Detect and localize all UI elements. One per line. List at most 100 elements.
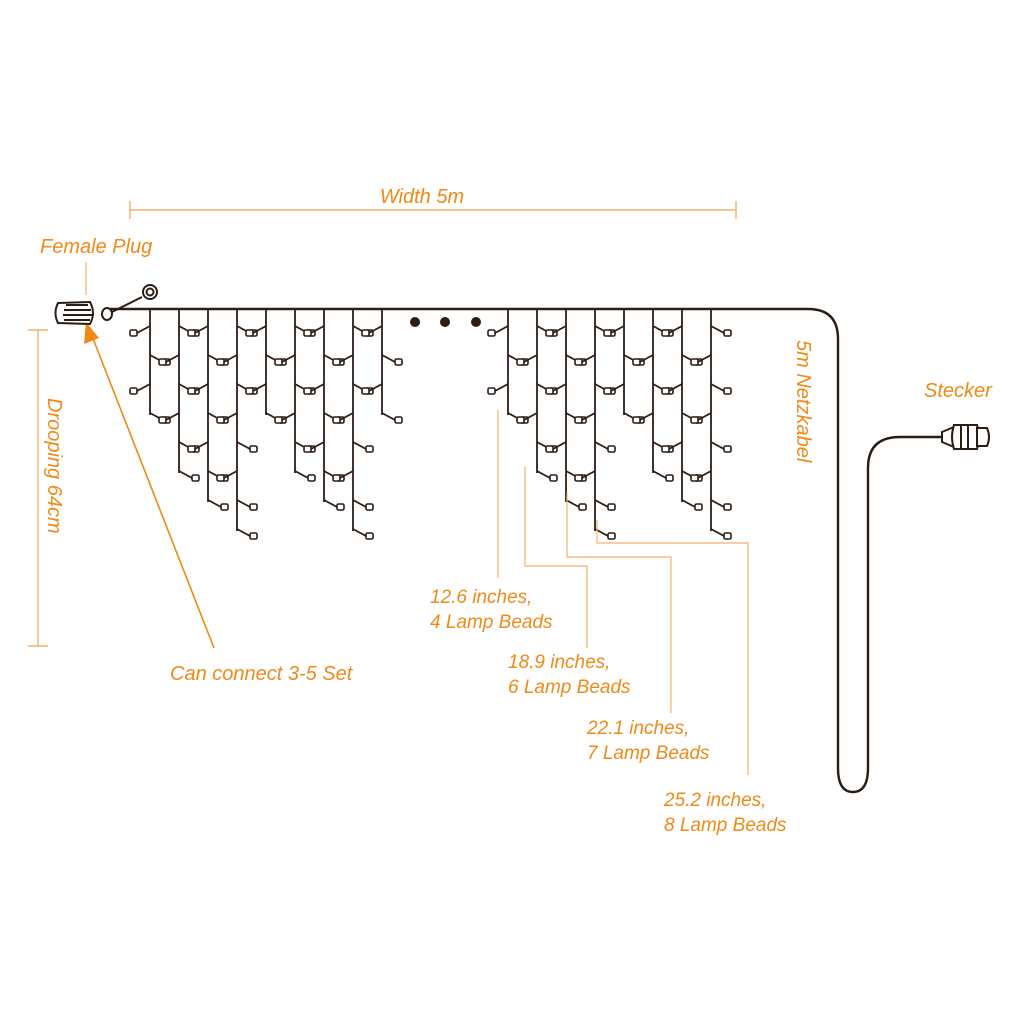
svg-text:22.1 inches,: 22.1 inches, bbox=[586, 718, 689, 739]
lamp-bead bbox=[487, 387, 496, 395]
lamp-bead bbox=[516, 416, 525, 424]
lamp-bead bbox=[129, 329, 138, 337]
lamp-bead bbox=[723, 532, 732, 540]
lamp-bead bbox=[307, 474, 316, 482]
lamp-bead bbox=[603, 387, 612, 395]
lamp-bead bbox=[723, 387, 732, 395]
lamp-bead bbox=[158, 358, 167, 366]
lamp-bead bbox=[336, 503, 345, 511]
lamp-bead bbox=[274, 416, 283, 424]
lamp-bead bbox=[361, 329, 370, 337]
lamp-bead bbox=[607, 503, 616, 511]
lamp-bead bbox=[487, 329, 496, 337]
icicle-strand bbox=[603, 309, 645, 424]
netzkabel-label: 5m Netzkabel bbox=[792, 340, 814, 463]
lamp-bead bbox=[245, 387, 254, 395]
lamp-bead bbox=[603, 329, 612, 337]
stecker-label: Stecker bbox=[924, 380, 993, 402]
svg-text:12.6 inches,: 12.6 inches, bbox=[430, 587, 532, 608]
lamp-bead bbox=[607, 532, 616, 540]
lamp-bead bbox=[365, 503, 374, 511]
strand-label-2: 18.9 inches, 6 Lamp Beads bbox=[508, 652, 631, 698]
icicle-strand bbox=[574, 309, 616, 540]
lamp-bead bbox=[574, 358, 583, 366]
svg-text:7 Lamp Beads: 7 Lamp Beads bbox=[587, 743, 710, 764]
lamp-bead bbox=[158, 416, 167, 424]
lamp-bead bbox=[661, 387, 670, 395]
lamp-bead bbox=[545, 445, 554, 453]
lamp-bead bbox=[216, 416, 225, 424]
lamp-bead bbox=[545, 329, 554, 337]
drooping-dimension bbox=[28, 329, 48, 647]
can-connect-label: Can connect 3-5 Set bbox=[170, 663, 354, 685]
lamp-bead bbox=[365, 532, 374, 540]
svg-text:6 Lamp Beads: 6 Lamp Beads bbox=[508, 677, 631, 698]
lamp-bead bbox=[187, 387, 196, 395]
lamp-bead bbox=[216, 474, 225, 482]
svg-text:8 Lamp Beads: 8 Lamp Beads bbox=[664, 815, 787, 836]
icicle-strand bbox=[487, 309, 529, 424]
lamp-bead bbox=[574, 416, 583, 424]
icicle-strand bbox=[690, 309, 732, 540]
lamp-bead bbox=[632, 416, 641, 424]
drooping-label: Drooping 64cm bbox=[43, 398, 65, 534]
lamp-bead bbox=[191, 474, 200, 482]
lamp-bead bbox=[549, 474, 558, 482]
icicle-strand bbox=[129, 309, 171, 424]
lamp-bead bbox=[361, 387, 370, 395]
icicle-strand bbox=[245, 309, 287, 424]
lamp-bead bbox=[690, 416, 699, 424]
lamp-bead bbox=[665, 474, 674, 482]
lamp-bead bbox=[694, 503, 703, 511]
lamp-bead bbox=[365, 445, 374, 453]
lamp-bead bbox=[723, 503, 732, 511]
lamp-bead bbox=[187, 329, 196, 337]
lamp-bead bbox=[661, 445, 670, 453]
female-plug-label: Female Plug bbox=[40, 236, 152, 258]
lamp-bead bbox=[578, 503, 587, 511]
lamp-bead bbox=[249, 532, 258, 540]
strand-label-3: 22.1 inches, 7 Lamp Beads bbox=[586, 718, 710, 764]
lamp-bead bbox=[303, 329, 312, 337]
width-label: Width 5m bbox=[380, 186, 464, 208]
lamp-bead bbox=[332, 474, 341, 482]
lamp-bead bbox=[574, 474, 583, 482]
main-wire bbox=[110, 307, 944, 794]
strand-leaders bbox=[497, 410, 749, 775]
strand-label-1: 12.6 inches, 4 Lamp Beads bbox=[430, 587, 553, 633]
lamp-bead bbox=[332, 416, 341, 424]
lamp-bead bbox=[394, 358, 403, 366]
lamp-bead bbox=[723, 329, 732, 337]
lamp-bead bbox=[274, 358, 283, 366]
lamp-bead bbox=[187, 445, 196, 453]
lamp-bead bbox=[632, 358, 641, 366]
lamp-bead bbox=[690, 474, 699, 482]
svg-text:25.2 inches,: 25.2 inches, bbox=[663, 790, 766, 811]
lamp-bead bbox=[661, 329, 670, 337]
lamp-bead bbox=[723, 445, 732, 453]
lamp-bead bbox=[249, 503, 258, 511]
strand-label-4: 25.2 inches, 8 Lamp Beads bbox=[663, 790, 787, 836]
male-plug-icon bbox=[941, 424, 990, 450]
lamp-bead bbox=[332, 358, 341, 366]
svg-text:4 Lamp Beads: 4 Lamp Beads bbox=[430, 612, 553, 633]
lamp-bead bbox=[249, 445, 258, 453]
lamp-bead bbox=[245, 329, 254, 337]
lamp-bead bbox=[216, 358, 225, 366]
lamp-bead bbox=[516, 358, 525, 366]
svg-text:18.9 inches,: 18.9 inches, bbox=[508, 652, 610, 673]
lamp-bead bbox=[394, 416, 403, 424]
width-dimension bbox=[129, 201, 737, 219]
lamp-bead bbox=[303, 445, 312, 453]
can-connect-arrow bbox=[84, 322, 215, 649]
lamp-bead bbox=[607, 445, 616, 453]
icicle-strands bbox=[129, 309, 732, 540]
icicle-strand bbox=[361, 309, 403, 424]
lamp-bead bbox=[303, 387, 312, 395]
lamp-bead bbox=[690, 358, 699, 366]
icicle-strand bbox=[516, 309, 558, 482]
lamp-bead bbox=[129, 387, 138, 395]
ellipsis-dots-icon bbox=[410, 317, 481, 327]
lamp-bead bbox=[220, 503, 229, 511]
